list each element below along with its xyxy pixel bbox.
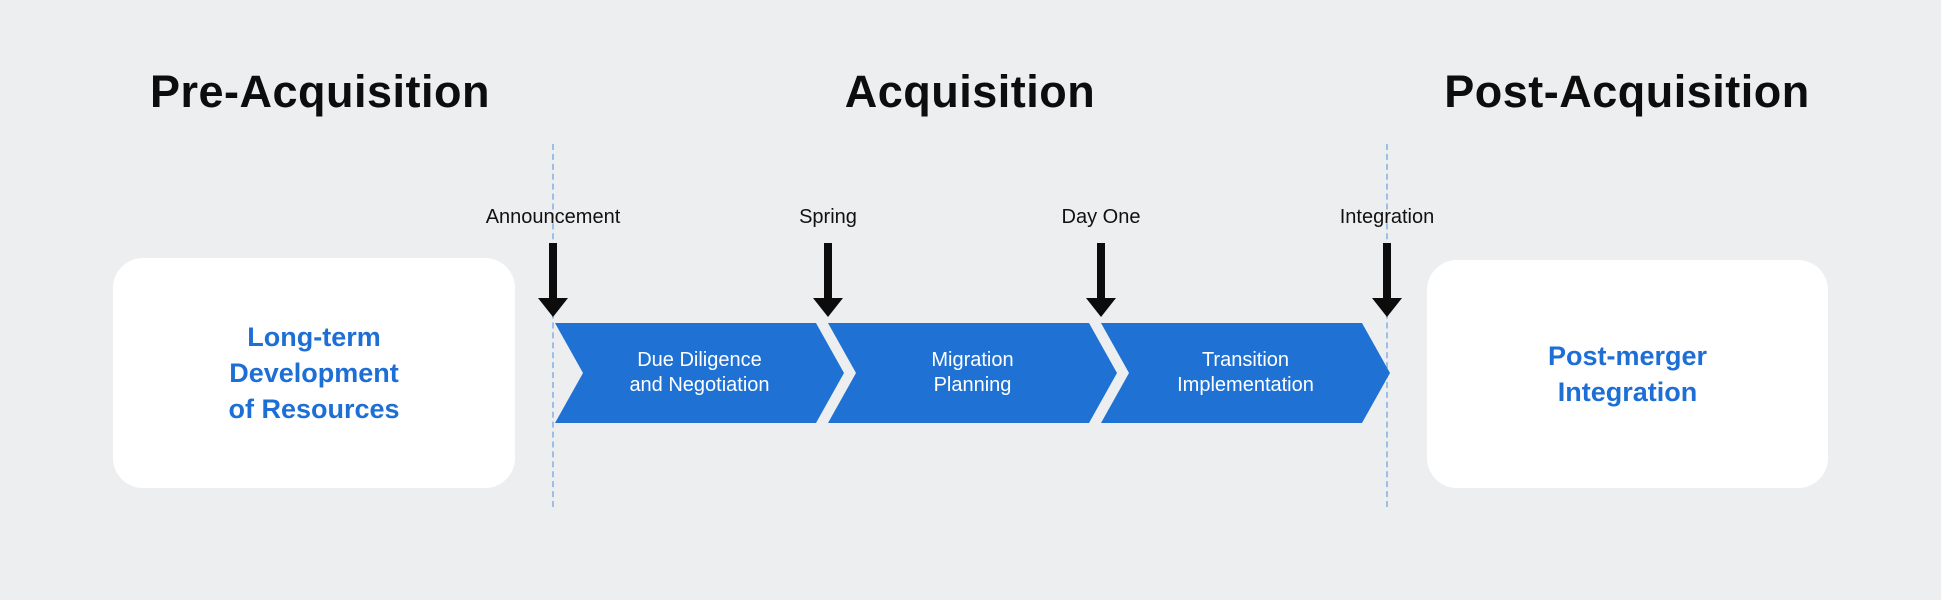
step-label-line: Transition [1201, 349, 1290, 371]
milestone-label: Integration [1339, 206, 1435, 228]
arrow-stem [824, 243, 832, 298]
milestone-announcement: Announcement [453, 203, 653, 317]
step-label-line: and Negotiation [629, 374, 770, 396]
announcement-divider-line [552, 144, 554, 507]
phase-header-pre-acquisition: Pre-Acquisition [149, 66, 491, 117]
arrow-head [1372, 298, 1402, 317]
step-label-line: Implementation [1177, 374, 1314, 396]
process-chevron-band: Due Diligence and Negotiation Migration … [555, 323, 1390, 423]
phase-header-acquisition: Acquisition [844, 66, 1096, 117]
down-arrow-icon [813, 243, 843, 317]
down-arrow-icon [1086, 243, 1116, 317]
arrow-stem [1383, 243, 1391, 298]
arrow-stem [549, 243, 557, 298]
down-arrow-icon [538, 243, 568, 317]
milestone-spring: Spring [728, 203, 928, 317]
card-line: Development [229, 358, 399, 388]
milestone-integration: Integration [1287, 203, 1487, 317]
milestone-day-one: Day One [1001, 203, 1201, 317]
card-line: Post-merger [1547, 341, 1708, 371]
arrow-head [813, 298, 843, 317]
milestone-label: Announcement [485, 206, 621, 228]
arrow-stem [1097, 243, 1105, 298]
step-label-line: Due Diligence [637, 349, 762, 371]
arrow-head [1086, 298, 1116, 317]
integration-divider-line [1386, 144, 1388, 507]
step-transition-implementation: Transition Implementation [1101, 323, 1390, 423]
milestone-label: Spring [799, 206, 857, 228]
milestone-label: Day One [1061, 206, 1141, 228]
arrow-head [538, 298, 568, 317]
step-migration-planning: Migration Planning [828, 323, 1117, 423]
step-label-line: Migration [931, 349, 1014, 371]
phase-header-post-acquisition: Post-Acquisition [1444, 66, 1810, 117]
down-arrow-icon [1372, 243, 1402, 317]
card-post-acquisition: Post-merger Integration [1427, 260, 1828, 488]
card-line: Long-term [247, 322, 381, 352]
step-label-line: Planning [933, 374, 1012, 396]
card-line: Integration [1557, 377, 1698, 407]
step-due-diligence-and-negotiation: Due Diligence and Negotiation [555, 323, 844, 423]
card-pre-acquisition: Long-term Development of Resources [113, 258, 515, 488]
card-line: of Resources [228, 394, 400, 424]
